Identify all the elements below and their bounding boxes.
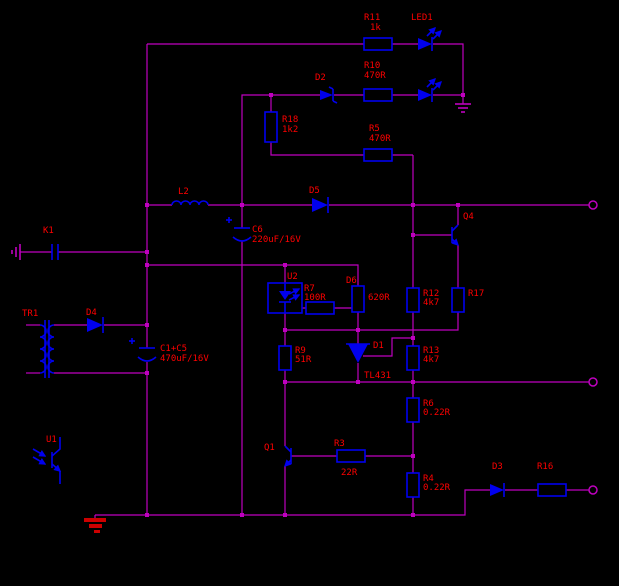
label-D3-ref: D3 bbox=[492, 462, 503, 472]
label-R16-ref: R16 bbox=[537, 462, 553, 472]
ground-symbol-top-right bbox=[455, 103, 471, 113]
label-U2-ref: U2 bbox=[287, 272, 298, 282]
resistor-R12: R12 4k7 bbox=[406, 287, 439, 313]
u1-light-arrow-icon bbox=[32, 456, 47, 465]
label-C1C5-value: 470uF/16V bbox=[160, 354, 209, 364]
resistor-R5: R5 470R bbox=[363, 124, 393, 162]
resistor-R4: R4 0.22R bbox=[406, 472, 451, 498]
resistor-R13: R13 4k7 bbox=[406, 345, 439, 371]
label-D6-ref: D6 bbox=[346, 276, 357, 286]
resistor-R3: R3 22R bbox=[334, 439, 366, 478]
diode-D2: D2 bbox=[315, 73, 338, 104]
label-R4-ref: R4 bbox=[423, 474, 434, 484]
label-R18-ref: R18 bbox=[282, 115, 298, 125]
label-D6-value: 620R bbox=[368, 293, 390, 303]
label-L2-ref: L2 bbox=[178, 187, 189, 197]
output-terminal-1 bbox=[588, 200, 598, 210]
label-R10-ref: R10 bbox=[364, 61, 380, 71]
output-terminals bbox=[588, 200, 598, 495]
resistor-R6: R6 0.22R bbox=[406, 397, 451, 423]
ground-symbol-left bbox=[11, 244, 21, 260]
optocoupler-U1: U1 bbox=[32, 435, 62, 484]
led2-emission-arrow-icon bbox=[426, 77, 437, 88]
label-R11-value: 1k bbox=[370, 23, 381, 33]
resistor-D6: D6 620R bbox=[346, 276, 390, 313]
label-R13-value: 4k7 bbox=[423, 355, 439, 365]
label-R12-ref: R12 bbox=[423, 289, 439, 299]
output-terminal-2 bbox=[588, 377, 598, 387]
label-R9-value: 51R bbox=[295, 355, 312, 365]
label-Q4-ref: Q4 bbox=[463, 212, 474, 222]
label-R3-value: 22R bbox=[341, 468, 358, 478]
led1-emission-arrow-icon bbox=[426, 26, 437, 37]
output-terminal-3 bbox=[588, 485, 598, 495]
label-Q1-ref: Q1 bbox=[264, 443, 275, 453]
capacitor-C6: C6 220uF/16V bbox=[226, 217, 301, 245]
label-R9-ref: R9 bbox=[295, 346, 306, 356]
label-U1-ref: U1 bbox=[46, 435, 57, 445]
diode-D3: D3 bbox=[490, 462, 505, 497]
label-R7-value: 100R bbox=[304, 293, 326, 303]
wire-network bbox=[20, 43, 589, 519]
resistor-R17: R17 bbox=[451, 287, 484, 313]
label-C6-ref: C6 bbox=[252, 225, 263, 235]
label-C1C5-ref: C1+C5 bbox=[160, 344, 187, 354]
label-R6-value: 0.22R bbox=[423, 408, 451, 418]
label-R17-ref: R17 bbox=[468, 289, 484, 299]
label-D2-ref: D2 bbox=[315, 73, 326, 83]
label-R13-ref: R13 bbox=[423, 346, 439, 356]
inductor-L2: L2 bbox=[171, 187, 209, 206]
label-D1-value: TL431 bbox=[364, 371, 391, 381]
resistor-R16: R16 bbox=[537, 462, 567, 497]
transistor-Q4: Q4 bbox=[451, 212, 474, 247]
label-D1-ref: D1 bbox=[373, 341, 384, 351]
resistor-R18: R18 1k2 bbox=[264, 111, 298, 143]
label-R3-ref: R3 bbox=[334, 439, 345, 449]
label-D4-ref: D4 bbox=[86, 308, 97, 318]
led1-emission-arrow-icon bbox=[432, 29, 443, 40]
transistor-Q1: Q1 bbox=[264, 443, 292, 468]
label-C6-value: 220uF/16V bbox=[252, 235, 301, 245]
label-R5-value: 470R bbox=[369, 134, 391, 144]
label-R11-ref: R11 bbox=[364, 13, 380, 23]
label-R7-ref: R7 bbox=[304, 284, 315, 294]
diode-D4: D4 bbox=[86, 308, 104, 333]
label-R5-ref: R5 bbox=[369, 124, 380, 134]
capacitor-K1: K1 bbox=[43, 226, 59, 260]
junction-dots bbox=[145, 93, 465, 517]
label-R4-value: 0.22R bbox=[423, 483, 451, 493]
optocoupler-U2: U2 bbox=[267, 272, 303, 314]
capacitor-C1C5: C1+C5 470uF/16V bbox=[129, 338, 209, 364]
led-LED1: LED1 bbox=[411, 13, 443, 51]
u2-emission-arrow-icon bbox=[288, 294, 301, 301]
label-LED1-ref: LED1 bbox=[411, 13, 433, 23]
label-R12-value: 4k7 bbox=[423, 298, 439, 308]
label-R10-value: 470R bbox=[364, 71, 386, 81]
label-R18-value: 1k2 bbox=[282, 125, 298, 135]
resistor-R10: R10 470R bbox=[363, 61, 393, 102]
led-LED2 bbox=[418, 77, 443, 102]
label-R6-ref: R6 bbox=[423, 399, 434, 409]
label-TR1-ref: TR1 bbox=[22, 309, 38, 319]
u1-light-arrow-icon bbox=[32, 448, 47, 457]
resistor-R9: R9 51R bbox=[278, 345, 312, 371]
label-K1-ref: K1 bbox=[43, 226, 54, 236]
label-D5-ref: D5 bbox=[309, 186, 320, 196]
resistor-R11: R11 1k bbox=[363, 13, 393, 51]
ground-symbol-bottom-left bbox=[84, 518, 106, 533]
transformer-TR1: TR1 bbox=[22, 309, 55, 378]
resistor-R7: R7 100R bbox=[304, 284, 335, 315]
diode-D5: D5 bbox=[309, 186, 329, 213]
shunt-regulator-D1-TL431: D1 TL431 bbox=[346, 341, 391, 381]
led2-emission-arrow-icon bbox=[432, 80, 443, 91]
u2-emission-arrow-icon bbox=[288, 288, 301, 295]
